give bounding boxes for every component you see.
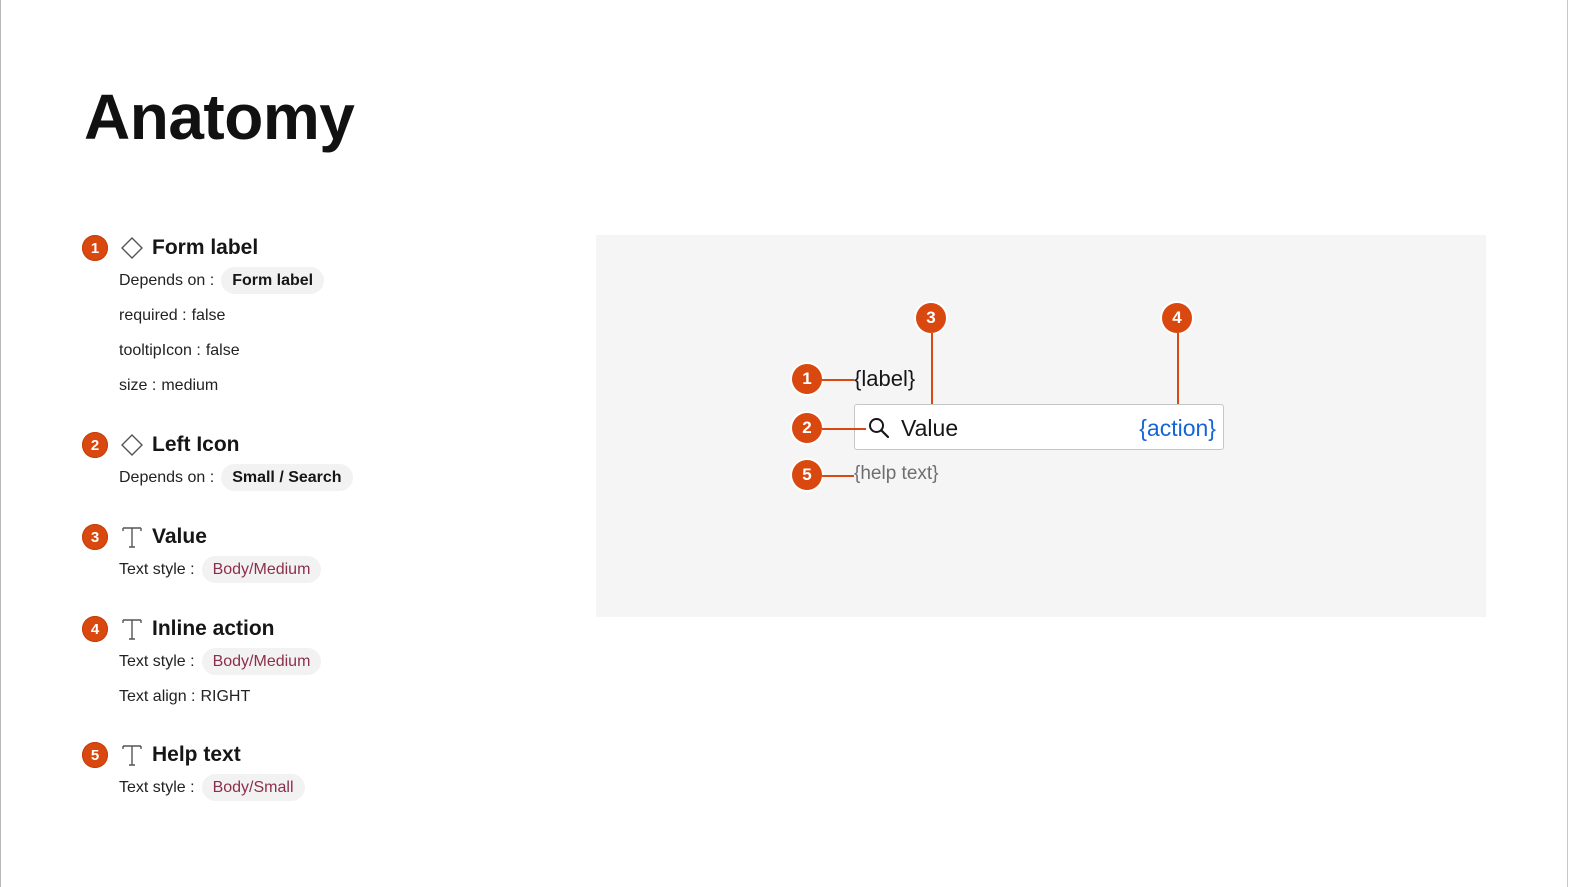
part-number-badge: 4 [82,616,108,642]
frame-border-right [1567,0,1568,887]
anatomy-diagram: 1 {label} 3 4 Value {action} 2 5 {help t… [596,235,1486,617]
part-name: Left Icon [152,433,240,456]
property-key: tooltipIcon : [119,341,201,359]
property-row: required : false [119,298,324,333]
search-text-field[interactable]: Value {action} [854,404,1224,450]
text-icon [122,745,142,766]
property-key: Text align : [119,687,196,705]
inline-action-link[interactable]: {action} [1139,415,1216,441]
anatomy-part-left-icon: 2 Left Icon Depends on : Small / Search [82,430,353,495]
text-style-chip[interactable]: Body/Medium [201,648,322,675]
component-chip[interactable]: Form label [221,267,325,294]
text-icon [122,619,142,640]
leader-line [1177,333,1179,413]
property-value: RIGHT [200,687,251,705]
part-name: Inline action [152,617,275,640]
anatomy-part-form-label: 1 Form label Depends on : Form label req… [82,233,325,403]
anatomy-part-inline-action: 4 Inline action Text style : Body/Medium… [82,614,322,714]
marker-3: 3 [916,303,946,333]
marker-2: 2 [792,413,822,443]
part-number-badge: 5 [82,742,108,768]
help-text: {help text} [854,463,939,484]
property-row: Text style : Body/Small [119,770,305,805]
leader-line [931,333,933,413]
property-row: size : medium [119,368,324,403]
text-style-chip[interactable]: Body/Medium [201,556,322,583]
part-number-badge: 3 [82,524,108,550]
part-number-badge: 1 [82,235,108,261]
property-key: required : [119,306,187,324]
form-label-text: {label} [854,366,916,391]
part-number-badge: 2 [82,432,108,458]
leader-line [822,428,866,430]
property-row: Depends on : Small / Search [119,460,353,495]
property-key: Depends on : [119,468,215,486]
diamond-icon [121,237,143,259]
part-name: Value [152,525,207,548]
property-key: size : [119,376,157,394]
text-style-chip[interactable]: Body/Small [201,774,305,801]
property-key: Text style : [119,778,195,796]
search-icon [869,418,890,439]
text-icon [122,527,142,548]
property-row: Depends on : Form label [119,263,325,298]
frame-border-left [0,0,1,887]
property-row: tooltipIcon : false [119,333,324,368]
part-name: Form label [152,236,259,259]
property-key: Depends on : [119,271,215,289]
property-value: medium [161,376,219,394]
page-title: Anatomy [84,81,355,153]
anatomy-part-value: 3 Value Text style : Body/Medium [82,522,322,587]
diamond-icon [121,434,143,456]
property-row: Text style : Body/Medium [119,552,322,587]
component-chip[interactable]: Small / Search [221,464,353,491]
field-value: Value [901,415,959,441]
marker-4: 4 [1162,303,1192,333]
part-name: Help text [152,743,241,766]
marker-5: 5 [792,460,822,490]
leader-line [822,379,854,381]
property-row: Text style : Body/Medium [119,644,322,679]
property-key: Text style : [119,652,195,670]
marker-1: 1 [792,364,822,394]
property-value: false [205,341,240,359]
property-row: Text align : RIGHT [119,679,321,714]
property-value: false [191,306,226,324]
leader-line [822,475,854,477]
property-key: Text style : [119,560,195,578]
anatomy-part-help-text: 5 Help text Text style : Body/Small [82,740,305,805]
